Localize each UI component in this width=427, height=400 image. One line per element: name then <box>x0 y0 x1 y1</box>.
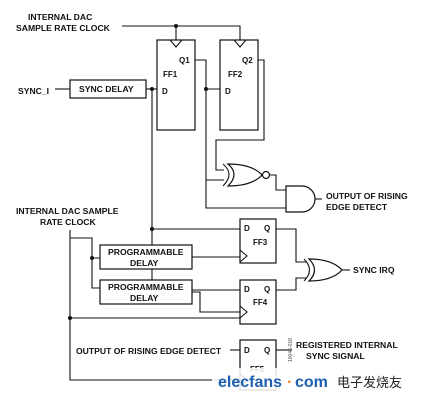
xnor-gate-edge-detect <box>222 163 271 187</box>
dac-clock-label-top-line2: SAMPLE RATE CLOCK <box>16 23 111 33</box>
xor-input-wiring <box>276 228 306 291</box>
ff5-q-label: Q <box>264 346 270 355</box>
and-gate-edge-detect <box>285 185 316 213</box>
registered-sync-label-2: SYNC SIGNAL <box>306 351 365 361</box>
programmable-delay-2: PROGRAMMABLE DELAY <box>99 279 193 305</box>
and-second-input-wire <box>205 180 286 209</box>
edge-detect-output-label-1: OUTPUT OF RISING <box>326 191 408 201</box>
xnor-to-and-wire <box>270 174 286 191</box>
ff4-name: FF4 <box>253 298 268 307</box>
sync-delay-label: SYNC DELAY <box>79 84 134 94</box>
flip-flop-ff2: Q2 FF2 D <box>219 39 259 131</box>
top-clock-wire <box>122 24 241 40</box>
ff4-q-label: Q <box>264 285 270 294</box>
programmable-delay-1: PROGRAMMABLE DELAY <box>99 244 193 270</box>
ff2-q-label: Q2 <box>242 56 253 65</box>
ff2-d-label: D <box>225 87 231 96</box>
edge-detect-output-label-2: EDGE DETECT <box>326 202 388 212</box>
watermark-com: com <box>295 374 328 391</box>
elecfans-watermark: elecfans · com 电子发烧友 <box>212 368 426 396</box>
sync-i-label: SYNC_I <box>18 86 49 96</box>
ff1-q-label: Q1 <box>179 56 190 65</box>
sync-delay-block: SYNC DELAY <box>69 79 147 99</box>
dac-clock-label-left-line2: RATE CLOCK <box>40 217 96 227</box>
ff4-d-label: D <box>244 285 250 294</box>
ff3-name: FF3 <box>253 238 268 247</box>
pdelay1-line2: DELAY <box>130 258 159 268</box>
figure-id: 10046-018 <box>288 338 294 362</box>
dac-clock-label-left-line1: INTERNAL DAC SAMPLE <box>16 206 119 216</box>
flip-flop-ff4: D Q FF4 <box>239 279 277 325</box>
watermark-cn: 电子发烧友 <box>337 375 402 391</box>
pdelay1-line1: PROGRAMMABLE <box>108 247 184 257</box>
dac-clock-label-top-line1: INTERNAL DAC <box>28 12 92 22</box>
ff5-d-label: D <box>244 346 250 355</box>
flip-flop-ff3: D Q FF3 <box>239 218 277 264</box>
ff1-d-label: D <box>162 87 168 96</box>
registered-sync-label-1: REGISTERED INTERNAL <box>296 340 398 350</box>
ff3-q-label: Q <box>264 224 270 233</box>
edge-detect-bottom-label: OUTPUT OF RISING EDGE DETECT <box>76 346 222 356</box>
watermark-dot: · <box>287 374 292 391</box>
ff1-name: FF1 <box>163 70 178 79</box>
q2-wiring <box>215 59 265 171</box>
sync-irq-label: SYNC IRQ <box>353 265 395 275</box>
pdelay2-line2: DELAY <box>130 293 159 303</box>
pdelay2-line1: PROGRAMMABLE <box>108 282 184 292</box>
ff2-name: FF2 <box>228 70 243 79</box>
pdelay2-to-ff4-clk <box>192 291 240 313</box>
xor-gate-sync-irq <box>303 258 343 282</box>
watermark-site: elecfans <box>218 374 282 391</box>
ff3-d-label: D <box>244 224 250 233</box>
flip-flop-ff1: Q1 FF1 D <box>156 39 196 131</box>
sync-input-wiring <box>55 87 157 229</box>
